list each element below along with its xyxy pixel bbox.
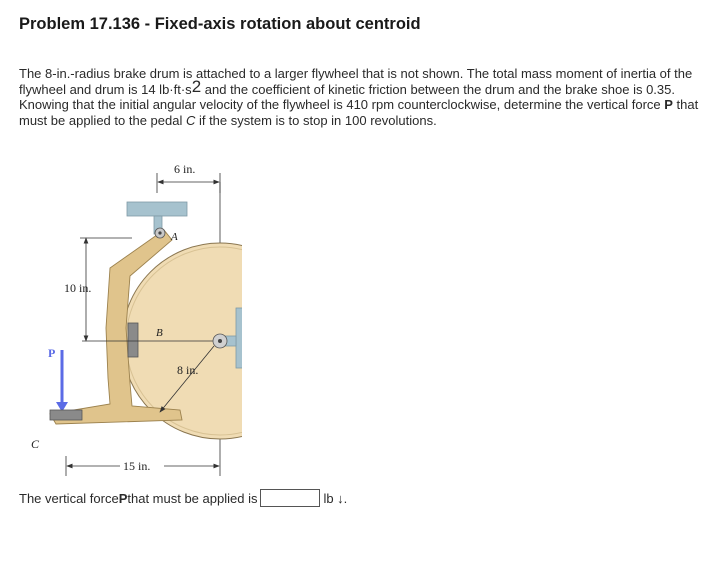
pin-a: A	[154, 227, 178, 243]
problem-statement: The 8-in.-radius brake drum is attached …	[19, 66, 704, 128]
dim-top-label: 6 in.	[174, 162, 195, 176]
answer-input[interactable]	[260, 489, 321, 507]
figure-svg: 6 in. A	[31, 162, 319, 476]
problem-text-4: if the system is to stop in 100 revoluti…	[195, 112, 437, 128]
answer-text: that must be applied is	[127, 490, 258, 506]
answer-row: The vertical force P that must be applie…	[19, 489, 347, 507]
dim-bottom-label: 15 in.	[123, 459, 150, 473]
dim-radius-label: 8 in.	[177, 363, 198, 377]
pedal-symbol: C	[185, 112, 196, 128]
unit-exponent: 2	[191, 76, 202, 96]
label-c: C	[31, 437, 40, 451]
dim-left-label: 10 in.	[64, 281, 91, 295]
problem-text-1: The 8-in.-radius brake drum is attached …	[19, 66, 693, 97]
label-b: B	[156, 327, 163, 339]
dim-left-10in: 10 in.	[64, 237, 132, 342]
top-support	[126, 201, 188, 235]
label-a: A	[170, 231, 178, 243]
brake-shoe-b: B	[127, 322, 163, 358]
answer-prefix: The vertical force	[19, 490, 119, 506]
axle	[212, 333, 228, 349]
pedal-c: C	[31, 409, 83, 451]
answer-symbol: P	[118, 490, 128, 506]
force-p: P	[48, 346, 68, 412]
answer-unit: lb ↓.	[323, 490, 348, 506]
brake-lever	[49, 229, 183, 425]
problem-title: Problem 17.136 - Fixed-axis rotation abo…	[19, 15, 421, 33]
brake-drum-figure: 6 in. A	[22, 158, 319, 480]
problem-text-3: that must be applied to the pedal	[19, 97, 699, 128]
dim-bottom-15in: 15 in.	[65, 456, 220, 476]
label-p: P	[48, 346, 55, 360]
dim-top-6in: 6 in.	[156, 162, 221, 193]
force-symbol: P	[664, 97, 673, 113]
problem-text-2: and the coefficient of kinetic friction …	[19, 81, 675, 113]
dim-radius-8in: 8 in.	[159, 345, 215, 413]
